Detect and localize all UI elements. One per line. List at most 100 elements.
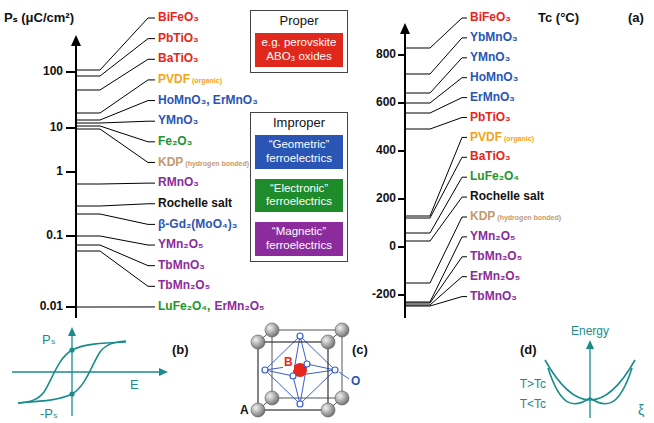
note-label: (organic) — [192, 77, 222, 85]
curve-label: T>Tc — [520, 378, 546, 392]
box-text: “Electronic” ferroelectrics — [257, 182, 341, 210]
compound-label: YMn₂O₅ — [158, 238, 204, 252]
leader-line — [76, 121, 155, 123]
energy-curve — [545, 360, 635, 400]
compound-label: PbTiO₃ — [470, 111, 511, 125]
compound-label: PVDF — [470, 131, 502, 145]
box-text: “Magnetic” ferroelectrics — [257, 225, 341, 253]
axis-line — [589, 348, 590, 418]
category-box: “Electronic” ferroelectrics — [255, 179, 343, 213]
compound-label: TbMnO₃ — [470, 290, 517, 304]
tick-label: 100 — [43, 65, 63, 79]
axis-arrow — [159, 368, 168, 376]
octahedron-edge — [265, 370, 293, 376]
oxygen-ions — [262, 333, 338, 407]
compound-label: Rochelle salt — [158, 197, 232, 211]
compound-label: ErMn₂O₅ — [470, 270, 520, 284]
tick-mark — [66, 127, 76, 129]
compound-label: LuFe₂O₄, — [158, 300, 210, 314]
cell-edge — [342, 330, 343, 398]
compound-label: PbTiO₃ — [158, 32, 199, 46]
tick-label: 1 — [56, 165, 63, 179]
leader-line — [76, 59, 155, 90]
compound-label: KDP — [158, 156, 183, 170]
octahedron-edge — [307, 364, 335, 370]
box-heading: Proper — [251, 11, 347, 29]
leader-line — [405, 137, 467, 216]
o-ion — [304, 361, 310, 367]
compound-label: PVDF — [158, 73, 190, 87]
compound-label: BaTiO₃ — [470, 150, 511, 164]
a-ion — [335, 323, 349, 337]
axis-arrow — [71, 35, 81, 46]
leader-line — [405, 157, 467, 218]
remanence-dot — [69, 347, 74, 352]
tick-mark — [66, 71, 76, 73]
symbol-label: -Pₛ — [40, 407, 58, 422]
category-box: “Geometric” ferroelectrics — [255, 135, 343, 169]
a-ion — [251, 403, 265, 417]
compound-label: LuFe₂O₄ — [470, 170, 519, 184]
o-ion — [332, 367, 338, 373]
compound-label: ErMn₂O₅ — [214, 300, 264, 314]
group-box: Proper e.g. perovskite ABO₃ oxides — [250, 10, 348, 73]
leader-line — [76, 80, 155, 113]
leader-line — [76, 306, 155, 307]
ion-label: B — [283, 356, 294, 370]
compound-label: BiFeO₃ — [158, 11, 199, 25]
leader-line — [76, 236, 155, 245]
leader-line — [405, 277, 467, 305]
tick-label: 600 — [376, 96, 396, 110]
tick-mark — [398, 102, 405, 104]
compound-label: HoMnO₃, ErMnO₃ — [158, 94, 258, 108]
o-ion — [262, 367, 268, 373]
tick-label: -200 — [372, 288, 396, 302]
tick-mark — [66, 171, 76, 173]
tick-mark — [398, 294, 405, 296]
o-ion — [297, 333, 303, 339]
curve-label: T<Tc — [520, 398, 546, 412]
leader-line — [76, 183, 155, 185]
leader-line — [339, 372, 349, 379]
axis-title: Tc (°C) — [538, 11, 579, 26]
tick-label: 0.1 — [46, 229, 63, 243]
axis-line — [75, 44, 77, 318]
compound-label: HoMnO₃ — [470, 71, 518, 85]
category-box: e.g. perovskite ABO₃ oxides — [255, 33, 343, 67]
tick-label: 10 — [50, 121, 63, 135]
compound-label: YMn₂O₅ — [470, 230, 516, 244]
ion-label: O — [350, 375, 361, 389]
box-text: e.g. perovskite ABO₃ oxides — [257, 36, 341, 64]
axis-line — [71, 335, 72, 416]
box-text: “Geometric” ferroelectrics — [257, 138, 341, 166]
a-ion — [335, 391, 349, 405]
leader-line — [76, 251, 155, 286]
compound-label: Rochelle salt — [470, 190, 544, 204]
leader-line — [405, 38, 467, 74]
energy-curve — [548, 368, 632, 404]
a-ion — [265, 391, 279, 405]
tick-mark — [398, 150, 405, 152]
compound-label: BiFeO₃ — [470, 11, 511, 25]
leader-line — [76, 39, 155, 76]
compound-label: TbMn₂O₅ — [470, 250, 522, 264]
a-ion — [321, 403, 335, 417]
tick-label: 200 — [376, 192, 396, 206]
axis-arrow — [68, 327, 76, 336]
panel-letter: (b) — [172, 343, 189, 358]
tick-label: 400 — [376, 144, 396, 158]
leader-line — [405, 118, 467, 130]
cell-edge — [258, 342, 328, 410]
a-ions — [251, 323, 349, 417]
symbol-label: Pₛ — [42, 333, 56, 348]
note-label: (hydrogen bonded) — [185, 160, 249, 168]
leader-line — [405, 58, 467, 93]
symbol-label: E — [130, 378, 139, 393]
axis-title: Energy — [571, 325, 609, 339]
hysteresis-loop — [18, 342, 126, 403]
compound-label: ErMnO₃ — [470, 91, 515, 105]
compound-label: TbMnO₃ — [158, 259, 205, 273]
panel-letter: (a) — [628, 11, 644, 26]
a-ion — [321, 335, 335, 349]
axis-arrow — [400, 23, 410, 34]
